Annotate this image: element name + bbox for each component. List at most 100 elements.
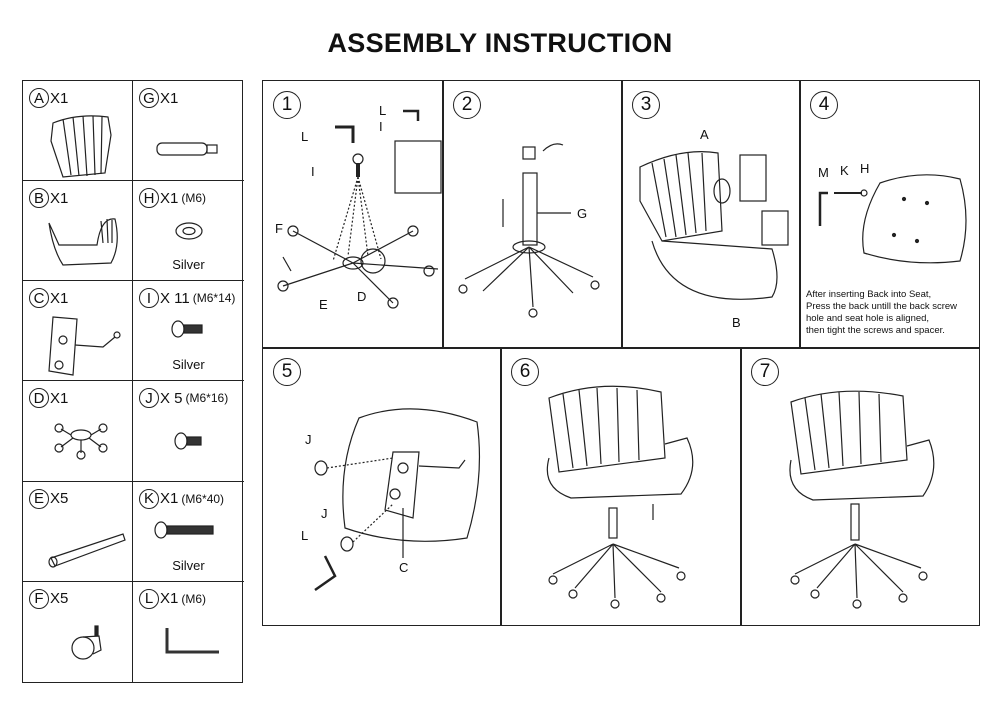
- part-qty: X5: [50, 590, 69, 608]
- step-1: 1 L E I L I F E D: [262, 80, 444, 349]
- part-letter: B: [29, 188, 49, 209]
- base-assembly-diagram: L E I L I F E D: [275, 103, 442, 312]
- mechanism-icon: [48, 316, 121, 377]
- gas-lift-diagram: G: [458, 143, 600, 318]
- label-f: F: [275, 221, 283, 236]
- step-7: 7: [740, 347, 980, 626]
- page-title: ASSEMBLY INSTRUCTION: [327, 28, 673, 58]
- instruction-line: hole and seat hole is aligned,: [806, 313, 930, 324]
- step-2: 2 G: [442, 80, 623, 349]
- part-qty: X5: [50, 490, 69, 508]
- washer-icon: [175, 222, 203, 240]
- step-number: 2: [453, 91, 481, 119]
- allen-key-icon: [165, 627, 219, 654]
- label-b: B: [732, 315, 741, 330]
- step-4-instructions: After inserting Back into Seat, Press th…: [806, 289, 957, 337]
- back-screw-diagram: M K H: [818, 161, 967, 264]
- part-qty: X1: [50, 89, 69, 107]
- seat-icon: [48, 218, 118, 266]
- mechanism-attach-diagram: J J L C: [301, 408, 481, 592]
- back-seat-diagram: A B: [639, 127, 789, 330]
- part-letter: D: [29, 388, 49, 409]
- step-5: 5 J J L C: [262, 347, 502, 626]
- label-l: L: [301, 129, 308, 144]
- part-qty: X1: [50, 289, 69, 307]
- completed-chair-diagram: [789, 390, 935, 609]
- label-m: M: [818, 165, 829, 180]
- step-3: 3 A B: [621, 80, 801, 349]
- part-spec: (M6*16): [185, 391, 229, 406]
- part-letter: E: [29, 488, 49, 509]
- part-spec: (M6*40): [181, 491, 225, 506]
- instruction-line: then tight the screws and spacer.: [806, 325, 945, 336]
- label-j: J: [321, 506, 328, 521]
- part-spec: (M6*14): [192, 291, 236, 306]
- step-number: 3: [632, 91, 660, 119]
- part-letter: J: [139, 388, 159, 409]
- part-qty: X 5: [160, 389, 183, 407]
- base-leg-icon: [48, 532, 126, 568]
- part-letter: L: [139, 588, 159, 609]
- part-letter: I: [139, 288, 159, 309]
- bolt-icon: [171, 320, 203, 338]
- part-note: Silver: [172, 557, 205, 573]
- label-h: H: [860, 161, 869, 176]
- part-note: Silver: [172, 357, 205, 373]
- label-k: K: [840, 163, 849, 178]
- label-i: I: [311, 164, 315, 179]
- part-qty: X1: [50, 389, 69, 407]
- part-letter: G: [139, 88, 159, 108]
- part-letter: C: [29, 288, 49, 309]
- step-number: 4: [810, 91, 838, 119]
- label-a: A: [700, 127, 709, 142]
- part-letter: H: [139, 188, 159, 209]
- part-note: Silver: [172, 257, 205, 273]
- chair-back-icon: [50, 115, 112, 178]
- step-number: 5: [273, 358, 301, 386]
- part-letter: A: [29, 88, 49, 108]
- label-l: L: [379, 103, 386, 118]
- seat-to-base-diagram: [546, 385, 694, 609]
- label-d: D: [357, 289, 366, 304]
- step-number: 1: [273, 91, 301, 119]
- label-e: E: [319, 297, 328, 312]
- step-6: 6: [500, 347, 742, 626]
- label-j: J: [305, 432, 312, 447]
- label-i: I: [379, 119, 383, 134]
- step-4: 4 M K H After inserting Back into Seat, …: [799, 80, 980, 349]
- step-number: 7: [751, 358, 779, 386]
- instruction-line: After inserting Back into Seat,: [806, 289, 932, 300]
- base-hub-icon: [54, 423, 108, 461]
- part-qty: X1: [160, 189, 179, 207]
- part-qty: X 11: [160, 289, 190, 307]
- label-g: G: [577, 206, 587, 221]
- label-l: L: [301, 528, 308, 543]
- bolt-icon: [174, 432, 202, 451]
- step-number: 6: [511, 358, 539, 386]
- part-qty: X1: [160, 490, 179, 508]
- instruction-line: Press the back untill the back screw: [806, 301, 958, 312]
- part-qty: X1: [160, 89, 179, 107]
- part-letter: F: [29, 588, 49, 609]
- label-c: C: [399, 560, 408, 575]
- part-qty: X1: [50, 189, 69, 207]
- gas-cylinder-icon: [156, 142, 218, 156]
- part-spec: (M6): [181, 191, 207, 206]
- part-letter: K: [139, 488, 159, 509]
- long-bolt-icon: [154, 521, 214, 539]
- part-qty: X1: [160, 590, 179, 608]
- caster-icon: [71, 625, 102, 660]
